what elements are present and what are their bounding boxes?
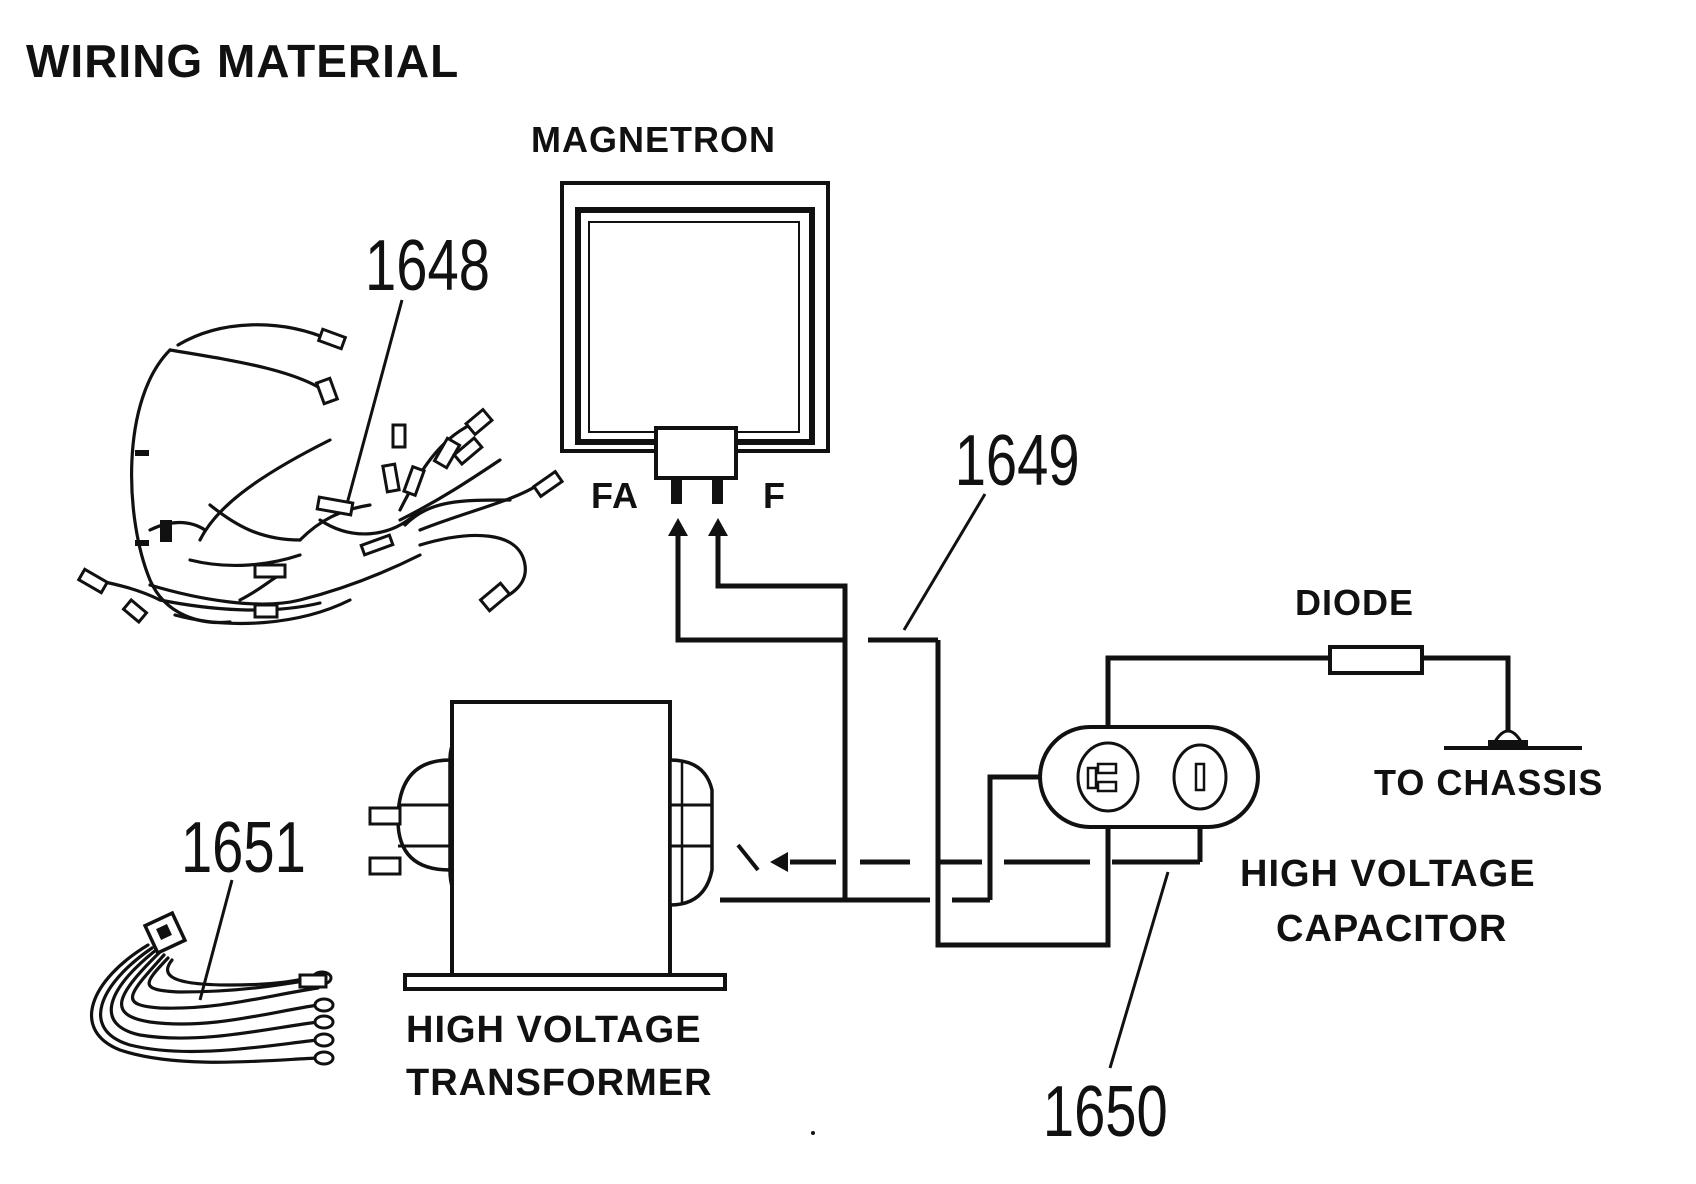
hv-wiring — [668, 518, 1511, 948]
main-wire-harness — [76, 323, 565, 626]
magnetron: MAGNETRON FA F — [531, 119, 830, 516]
terminal-f-pin — [712, 478, 723, 504]
magnetron-terminal-block — [654, 426, 738, 480]
hv-capacitor — [1038, 725, 1260, 829]
diode-body — [1328, 645, 1424, 675]
diode-label: DIODE — [1295, 582, 1414, 623]
page-title: WIRING MATERIAL — [26, 35, 459, 87]
to-chassis-label: TO CHASSIS — [1374, 762, 1603, 803]
part-number-1649: 1649 — [955, 420, 1080, 500]
part-number-1648: 1648 — [365, 225, 490, 305]
part-number-1650: 1650 — [1043, 1071, 1168, 1151]
hv-capacitor-label-line2: CAPACITOR — [1276, 908, 1507, 950]
terminal-f-label: F — [763, 475, 786, 516]
terminal-fa-label: FA — [591, 475, 639, 516]
part-number-1651: 1651 — [181, 807, 306, 887]
transformer-wire-harness — [90, 910, 335, 1066]
hv-transformer — [368, 700, 760, 991]
chassis-ground — [1444, 729, 1582, 750]
magnetron-label: MAGNETRON — [531, 119, 776, 160]
terminal-fa-pin — [671, 478, 682, 504]
magnetron-outer-case — [560, 181, 830, 453]
hv-capacitor-label-line1: HIGH VOLTAGE — [1240, 853, 1536, 895]
hv-transformer-label-line1: HIGH VOLTAGE — [406, 1009, 702, 1051]
speck — [811, 1131, 815, 1135]
hv-transformer-label-line2: TRANSFORMER — [406, 1062, 713, 1104]
